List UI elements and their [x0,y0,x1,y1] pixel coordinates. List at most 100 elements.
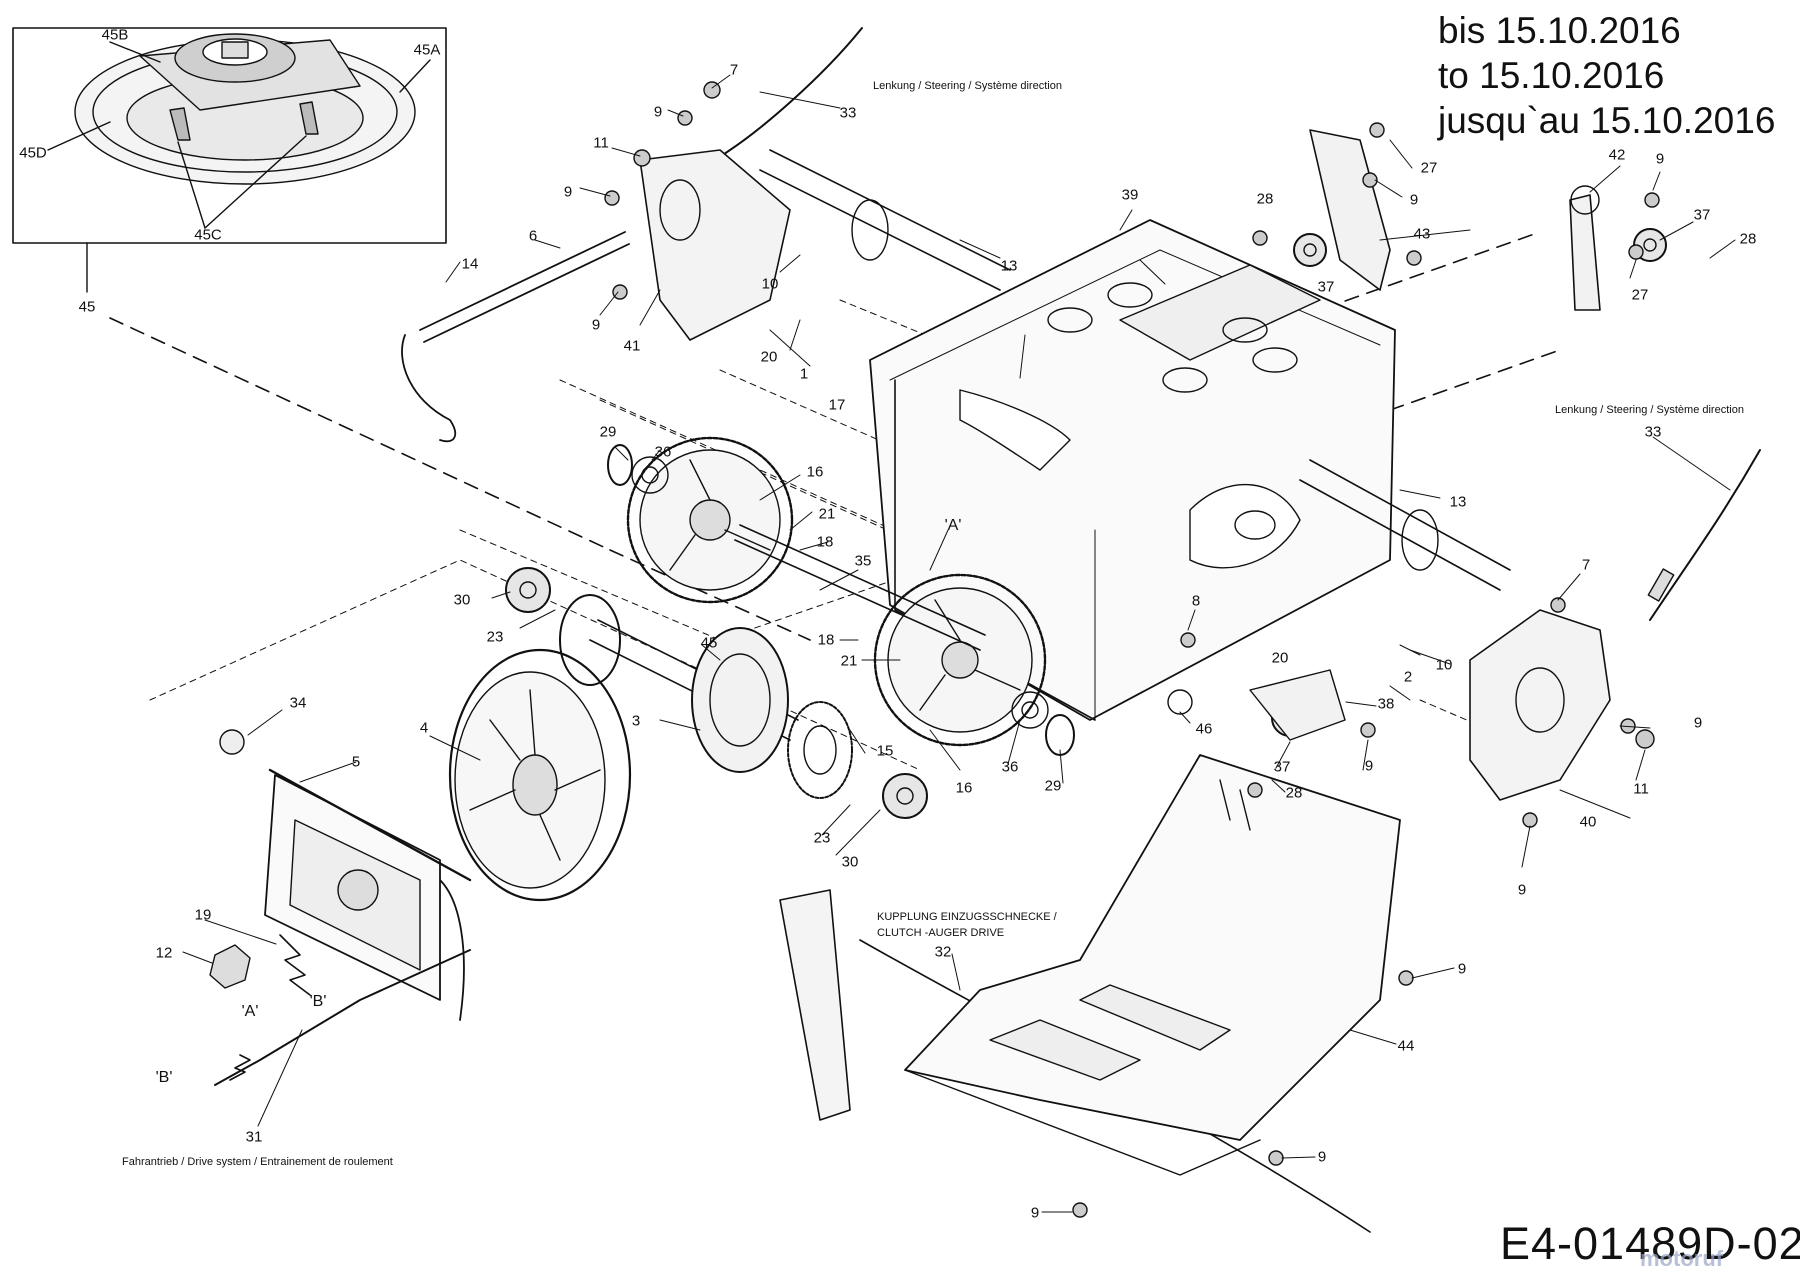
validity-de: bis 15.10.2016 [1438,10,1681,51]
part-label: 9 [1457,960,1467,978]
part-label: 1 [799,365,809,383]
part-label: 9 [1030,1204,1040,1222]
skid-plate [905,755,1400,1175]
part-label: 21 [840,652,858,670]
part-label: 37 [1273,758,1291,776]
part-label: 37 [1693,206,1711,224]
part-label: 8 [1191,592,1201,610]
part-label: 18 [817,631,835,649]
nut-12 [210,945,250,988]
large-gear-upper [628,438,792,602]
spring-19 [280,935,310,995]
part-label: 9 [1409,191,1419,209]
part-label: 9 [1655,150,1665,168]
part-label: 36 [654,443,672,461]
part-label: 42 [1608,146,1626,164]
part-label: 45 [700,634,718,652]
part-label: 45D [19,144,47,162]
part-label: 7 [729,61,739,79]
part-label: 29 [1044,777,1062,795]
part-label: 15 [876,742,894,760]
part-label: 10 [761,275,779,293]
drive-shaft-35 [735,525,985,650]
steering-cable-right [1650,450,1760,620]
right-gear-cover [1470,610,1610,800]
part-label: 31 [245,1128,263,1146]
part-label: 9 [1364,757,1374,775]
part-label: 16 [806,463,824,481]
part-label: 9 [1317,1148,1327,1166]
part-label: 33 [1644,423,1662,441]
part-label: 9 [591,316,601,334]
clutch-note-line1: KUPPLUNG EINZUGSSCHNECKE / [877,911,1057,923]
part-label: 41 [623,337,641,355]
part-label: 35 [854,552,872,570]
bracket-43 [1310,130,1390,290]
part-label: 29 [599,423,617,441]
part-label: 12 [155,944,173,962]
part-label: 20 [1271,649,1289,667]
drive-note: Fahrantrieb / Drive system / Entrainemen… [122,1156,393,1168]
part-label: 'A' [241,1003,259,1020]
drive-cable [215,950,470,1085]
clutch-detail-inset [13,28,446,243]
part-label: 30 [841,853,859,871]
part-label: 45B [101,26,129,44]
part-label: 'B' [309,993,327,1010]
friction-plate [220,730,470,1020]
part-label: 19 [194,906,212,924]
part-label: 10 [1435,656,1453,674]
part-label: 45C [194,226,222,244]
steering-note-right: Lenkung / Steering / Système direction [1555,404,1744,416]
part-label: 39 [1121,186,1139,204]
part-label: 16 [955,779,973,797]
part-label: 44 [1397,1037,1415,1055]
watermark-logo: motoruf [1640,1246,1724,1271]
part-label: 'B' [155,1069,173,1086]
part-label: 36 [1001,758,1019,776]
clutch-note-line2: CLUTCH -AUGER DRIVE [877,927,1005,939]
part-label: 4 [419,719,429,737]
part-label: 28 [1285,784,1303,802]
part-label: 23 [813,829,831,847]
part-label: 9 [1693,714,1703,732]
friction-wheel-assembly [560,595,852,798]
part-label: 43 [1413,225,1431,243]
part-label: 5 [351,753,361,771]
part-label: 9 [563,183,573,201]
bracket-42 [1570,195,1600,310]
part-label: 2 [1403,668,1413,686]
part-label: 6 [528,227,538,245]
validity-fr: jusqu`au 15.10.2016 [1438,100,1776,141]
part-label: 3 [631,712,641,730]
bracket-38 [1250,670,1345,740]
part-label: 46 [1195,720,1213,738]
drive-pulley [450,650,630,900]
validity-en: to 15.10.2016 [1438,55,1665,96]
part-label: 33 [839,104,857,122]
part-label: 27 [1420,159,1438,177]
leader-lines [183,75,1735,1212]
part-label: 37 [1317,278,1335,296]
part-label: 34 [289,694,307,712]
part-label: 7 [1581,556,1591,574]
part-label: 14 [461,255,479,273]
steering-note-top: Lenkung / Steering / Système direction [873,80,1062,92]
part-label: 32 [934,943,952,961]
part-label: 18 [816,533,834,551]
part-label: 'A' [944,517,962,534]
part-label: 21 [818,505,836,523]
shift-shaft [420,232,629,342]
bolts [605,82,1659,1217]
part-label: 13 [1000,257,1018,275]
part-label: 30 [453,591,471,609]
part-label: 28 [1256,190,1274,208]
part-label: 45 [78,298,96,316]
left-gear-cover [640,150,790,340]
part-label: 27 [1631,286,1649,304]
part-label: 17 [828,396,846,414]
part-label: 11 [593,134,609,152]
part-label: 28 [1739,230,1757,248]
part-label: 9 [1517,881,1527,899]
